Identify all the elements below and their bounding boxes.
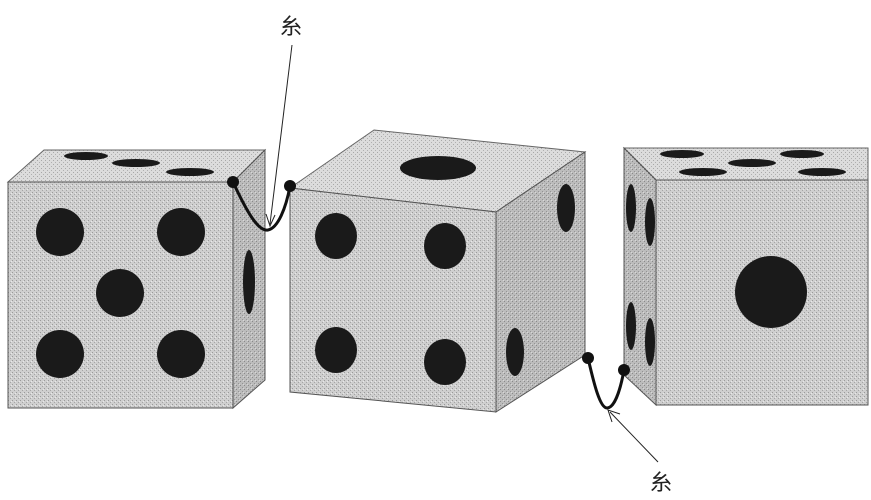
pip [506, 328, 524, 376]
pip [157, 330, 205, 378]
pip [243, 250, 255, 314]
pip [660, 150, 704, 158]
string-knot [227, 176, 239, 188]
pip [557, 184, 575, 232]
pip [645, 318, 655, 366]
label-string-bottom: 糸 [650, 471, 672, 496]
pip [112, 159, 160, 167]
pip [96, 269, 144, 317]
die-middle [290, 130, 585, 412]
label-string-top: 糸 [280, 15, 302, 40]
pip [36, 208, 84, 256]
pip [728, 159, 776, 167]
pip [735, 256, 807, 328]
pip [64, 152, 108, 160]
string-knot [582, 352, 594, 364]
pip [424, 339, 466, 385]
die-right [624, 148, 868, 405]
pip [626, 184, 636, 232]
string-knot [618, 364, 630, 376]
pip [400, 156, 476, 180]
pip [780, 150, 824, 158]
die-left [8, 150, 265, 408]
pip [798, 168, 846, 176]
pip [36, 330, 84, 378]
pip [157, 208, 205, 256]
pip [679, 168, 727, 176]
pip [315, 327, 357, 373]
leader-line-bottom [610, 412, 658, 462]
pip [424, 223, 466, 269]
pip [645, 198, 655, 246]
pip [626, 302, 636, 350]
string-knot [284, 180, 296, 192]
pip [166, 168, 214, 176]
pip [315, 213, 357, 259]
string-bottom [582, 352, 630, 408]
